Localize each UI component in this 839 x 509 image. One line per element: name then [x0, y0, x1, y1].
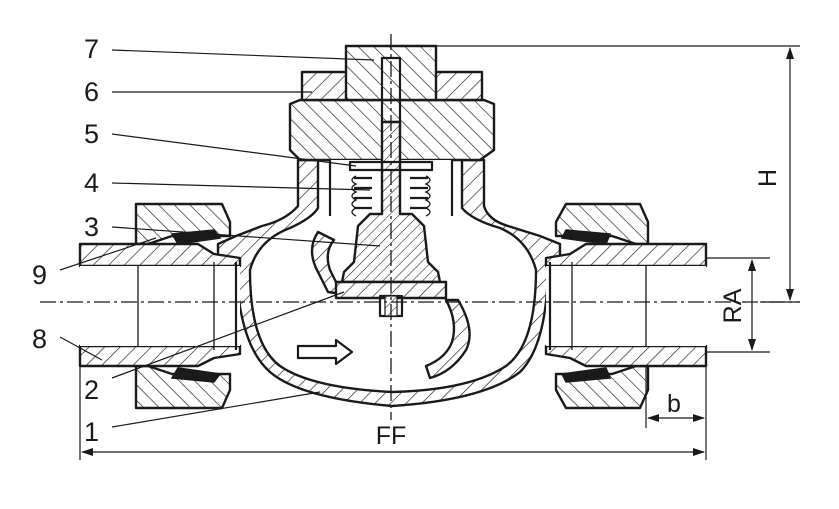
part-label-9: 9	[32, 260, 47, 290]
right-tailpiece	[544, 242, 708, 268]
valve-body-casting	[216, 158, 562, 408]
dimension-label-ra: RA	[719, 288, 747, 323]
right-tailpiece-lower	[544, 344, 708, 368]
part-label-8: 8	[32, 324, 47, 354]
left-tailpiece-lower	[78, 344, 242, 368]
dimension-lines	[79, 45, 800, 460]
spring	[351, 175, 431, 217]
dimension-label-h: H	[754, 169, 782, 187]
seat-partition-lower	[424, 298, 471, 380]
right-pipe-bore	[546, 266, 706, 346]
part-label-2: 2	[84, 375, 99, 405]
left-pipe-bore	[80, 266, 240, 346]
right-gasket-lower	[560, 367, 612, 383]
left-gasket-lower	[170, 367, 222, 383]
leader-lines	[59, 49, 381, 428]
part-label-3: 3	[84, 212, 99, 242]
dimension-label-b: b	[667, 390, 681, 418]
part-label-4: 4	[84, 168, 99, 198]
part-label-7: 7	[84, 34, 99, 64]
right-gasket	[560, 229, 612, 245]
part-label-6: 6	[84, 77, 99, 107]
part-label-5: 5	[84, 119, 99, 149]
bonnet-nut	[300, 70, 352, 102]
part-label-1: 1	[84, 417, 99, 447]
bonnet-nut-right	[432, 70, 484, 102]
flow-direction-arrow	[296, 338, 354, 366]
dimension-label-ff: FF	[376, 422, 407, 450]
